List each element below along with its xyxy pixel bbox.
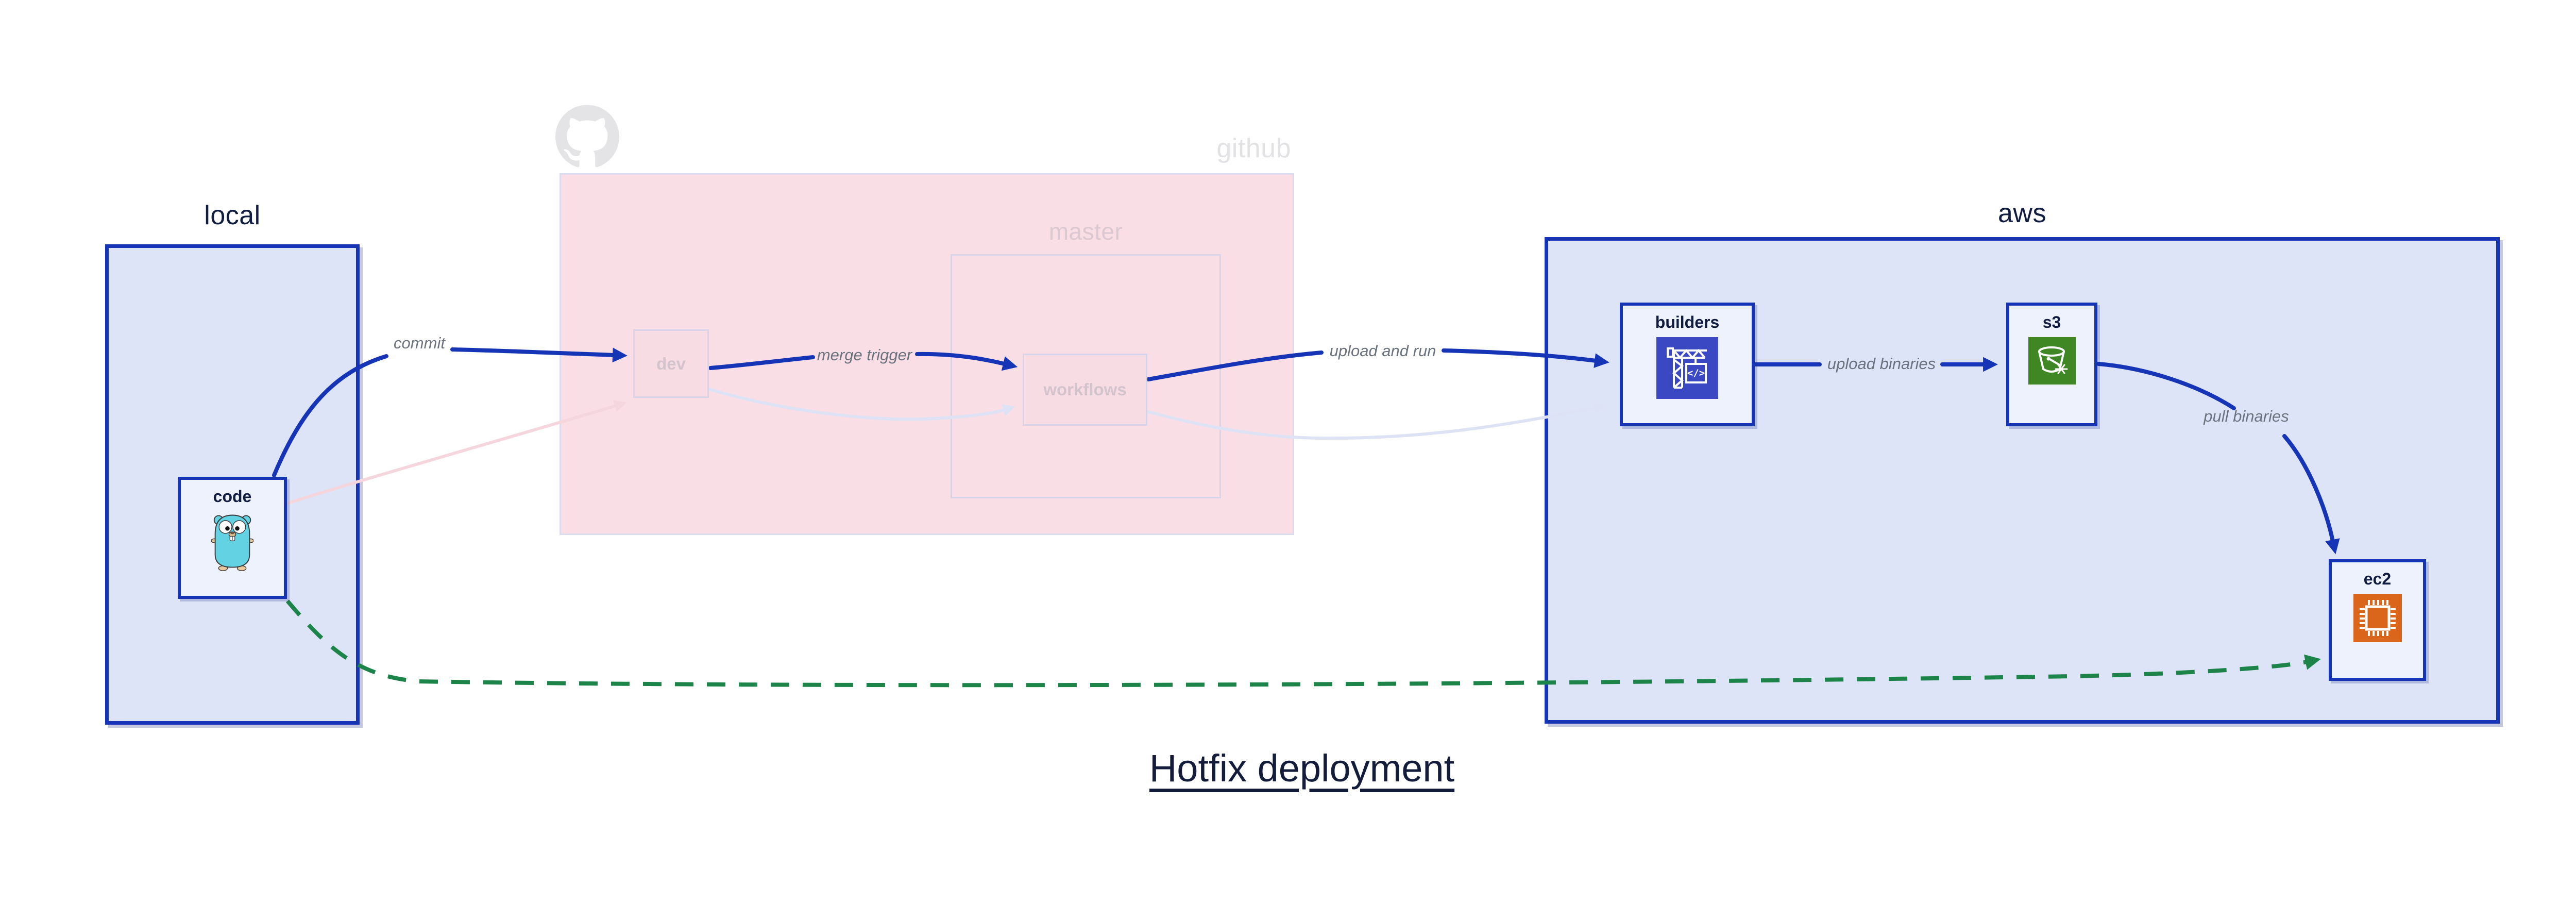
zone-master xyxy=(951,254,1221,498)
node-code-label: code xyxy=(213,487,252,506)
node-ec2: ec2 xyxy=(2329,559,2426,681)
go-gopher-icon xyxy=(181,511,284,572)
edge-upload-binaries-label: upload binaries xyxy=(1827,355,1936,373)
edge-upload-and-run-line xyxy=(1146,350,1324,381)
edge-dev-workflows-faded xyxy=(708,388,1015,421)
github-octocat-icon xyxy=(555,105,619,168)
zone-github-label: github xyxy=(1216,133,1291,163)
edge-commit-line xyxy=(272,354,388,477)
node-s3: s3 xyxy=(2006,303,2097,426)
edge-upload-and-run-label: upload and run xyxy=(1329,342,1436,360)
node-builders-label: builders xyxy=(1655,313,1720,331)
edge-workflows-builders-faded xyxy=(1147,402,1606,440)
zone-local-label: local xyxy=(204,201,261,230)
zone-master-label: master xyxy=(1048,218,1123,245)
edge-pull-binaries-label: pull binaries xyxy=(2204,407,2289,425)
codebuild-crane-icon: </> xyxy=(1623,337,1752,399)
edge-code-dev-faded xyxy=(286,400,627,505)
zone-aws-label: aws xyxy=(1998,198,2046,228)
edge-hotfix-dashed xyxy=(285,599,2321,688)
edge-merge-trigger-arrow xyxy=(915,352,1018,371)
node-ec2-label: ec2 xyxy=(2363,570,2392,588)
edge-commit-arrow xyxy=(450,347,628,363)
node-workflows: workflows xyxy=(1023,354,1147,426)
edge-merge-trigger-line xyxy=(708,355,815,370)
svg-text:</>: </> xyxy=(1687,368,1705,379)
node-s3-label: s3 xyxy=(2042,313,2061,331)
edge-merge-trigger-label: merge trigger xyxy=(817,346,912,364)
node-dev-label: dev xyxy=(656,354,686,373)
diagram-title: Hotfix deployment xyxy=(1149,747,1455,790)
node-workflows-label: workflows xyxy=(1043,380,1127,399)
node-code: code xyxy=(178,477,287,599)
s3-bucket-icon xyxy=(2009,337,2094,385)
edge-pull-binaries-arrow xyxy=(2282,434,2340,555)
edge-commit-label: commit xyxy=(394,334,445,352)
edge-pull-binaries-line xyxy=(2096,362,2236,410)
edge-upload-and-run-arrow xyxy=(1442,348,1609,368)
node-builders: builders </> xyxy=(1620,303,1755,426)
ec2-chip-icon xyxy=(2332,594,2423,642)
node-dev: dev xyxy=(633,329,709,398)
